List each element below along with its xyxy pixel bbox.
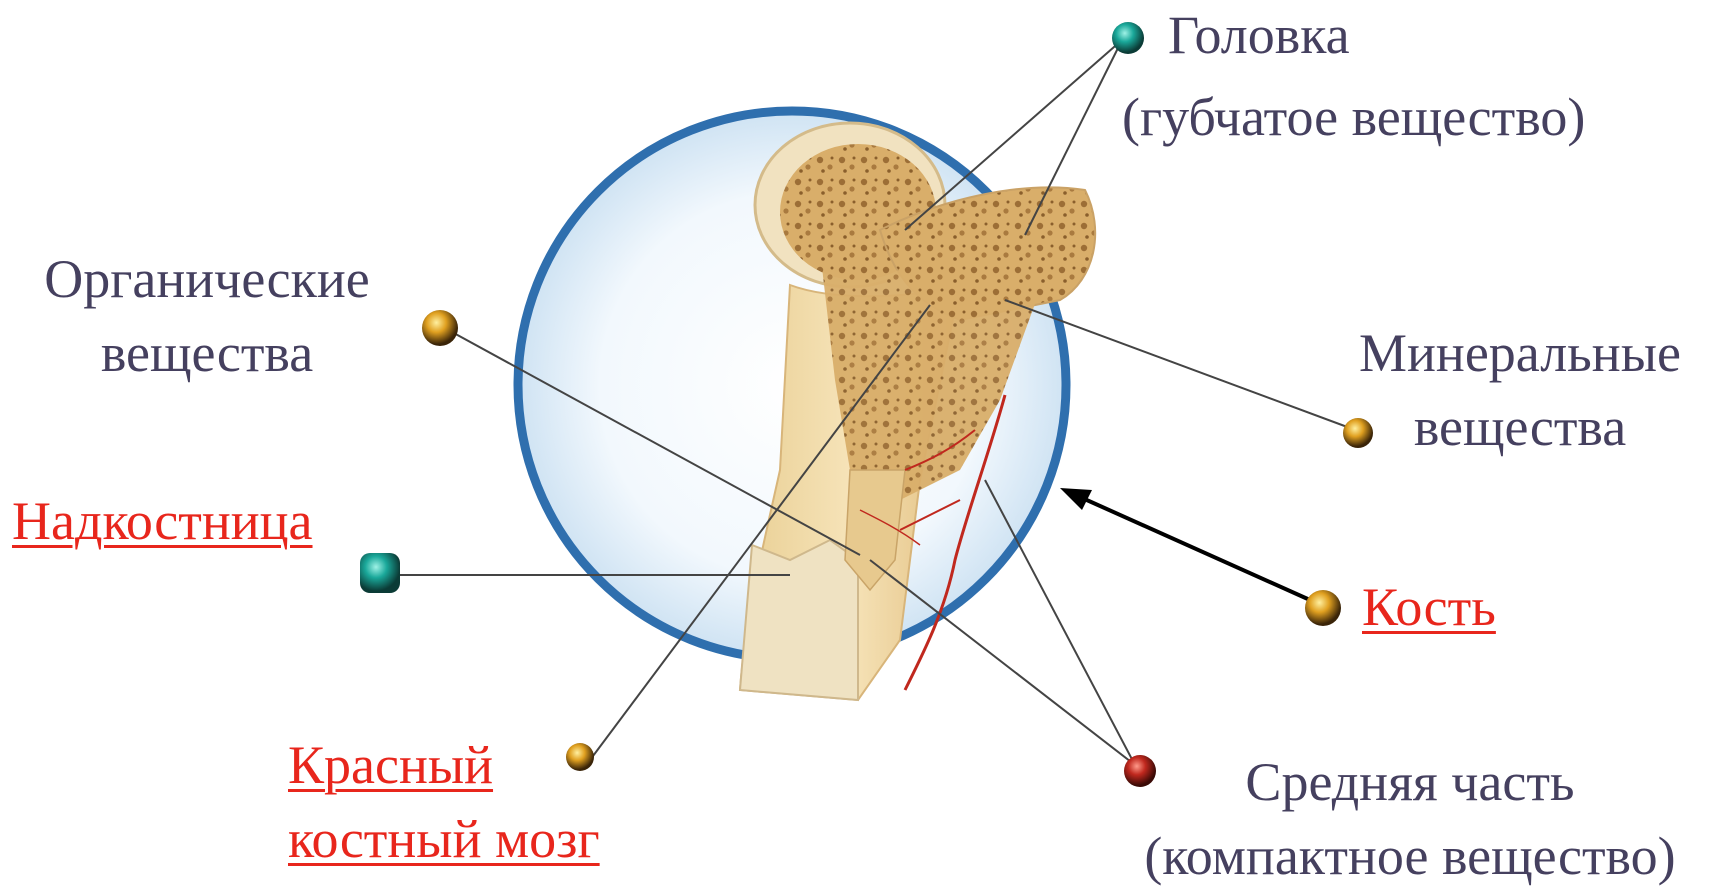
label-marrow: Красный костный мозг (288, 728, 600, 876)
label-organic: Органические вещества (12, 242, 402, 390)
label-middle-line2: (компактное вещество) (1090, 819, 1730, 893)
marker-organic[interactable] (422, 310, 458, 346)
label-periosteum: Надкостница (12, 484, 313, 558)
label-mineral-line1: Минеральные (1325, 316, 1715, 390)
label-organic-line1: Органические (12, 242, 402, 316)
bone-arrow (1060, 488, 1310, 600)
label-middle: Средняя часть (компактное вещество) (1090, 745, 1730, 893)
marker-bone[interactable] (1305, 590, 1341, 626)
label-bone: Кость (1362, 570, 1496, 644)
marker-head[interactable] (1112, 22, 1144, 54)
marrow-link-line1[interactable]: Красный (288, 728, 600, 802)
marker-periosteum[interactable] (360, 553, 400, 593)
label-middle-line1: Средняя часть (1090, 745, 1730, 819)
label-head-line2: (губчатое вещество) (1122, 80, 1585, 154)
label-mineral: Минеральные вещества (1325, 316, 1715, 464)
bone-link[interactable]: Кость (1362, 570, 1496, 644)
label-organic-line2: вещества (12, 316, 402, 390)
label-head: Головка (1168, 0, 1350, 72)
label-mineral-line2: вещества (1325, 390, 1715, 464)
label-head-line1: Головка (1168, 0, 1350, 72)
label-head-sub: (губчатое вещество) (1122, 80, 1585, 154)
marrow-link-line2[interactable]: костный мозг (288, 802, 600, 876)
periosteum-link[interactable]: Надкостница (12, 484, 313, 558)
